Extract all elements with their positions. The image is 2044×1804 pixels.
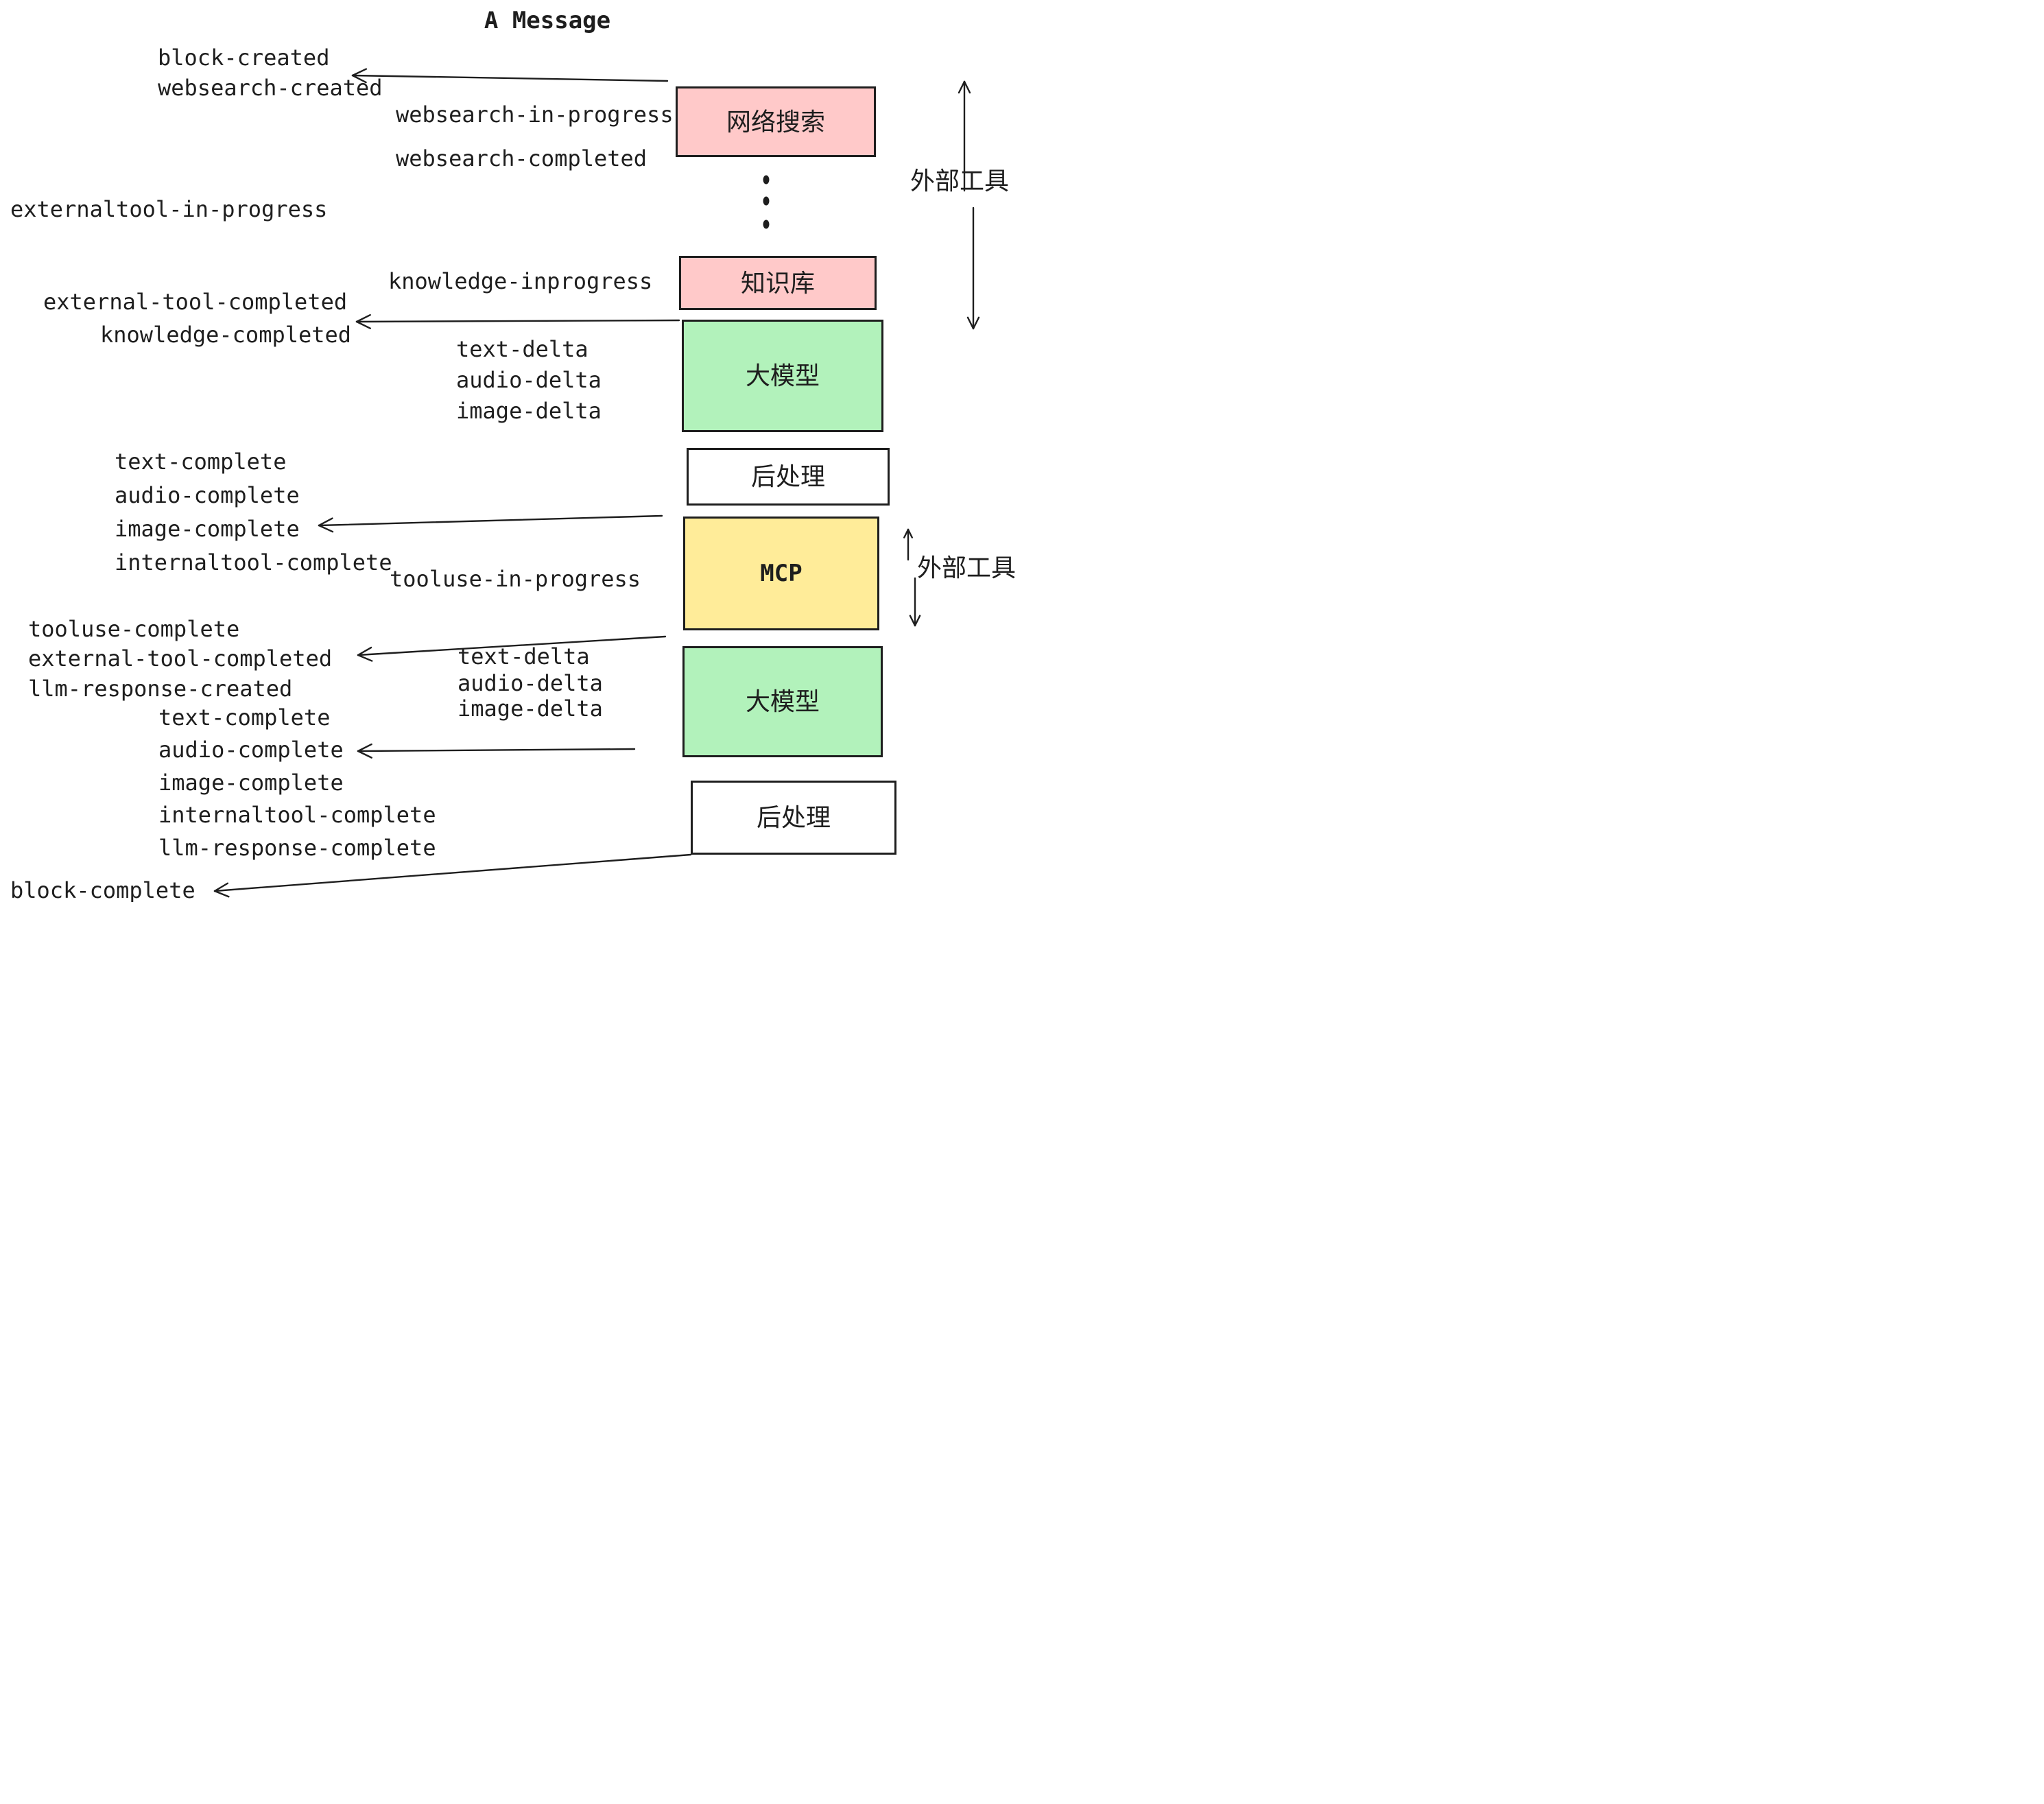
event-label-image-complete-2: image-complete <box>158 770 344 796</box>
event-label-externaltool-in-progress: externaltool-in-progress <box>10 196 328 223</box>
event-label-knowledge-inprogress: knowledge-inprogress <box>388 268 653 295</box>
event-label-llm-response-complete: llm-response-complete <box>158 835 436 862</box>
node-llm-1: 大模型 <box>682 320 883 432</box>
diagram-title: A Message <box>484 7 611 34</box>
event-label-image-complete-1: image-complete <box>115 516 300 543</box>
arrow-external-tools-up-2 <box>903 528 913 561</box>
node-llm-2-label: 大模型 <box>745 687 820 715</box>
event-label-image-delta-2: image-delta <box>457 696 603 722</box>
event-label-audio-complete-2: audio-complete <box>158 737 344 763</box>
arrow-audio-complete <box>357 743 636 759</box>
event-label-audio-complete-1: audio-complete <box>115 482 300 509</box>
arrow-image-complete <box>318 514 663 533</box>
node-postprocess-2: 后处理 <box>691 781 896 855</box>
event-label-external-tool-completed-1: external-tool-completed <box>43 289 348 316</box>
node-knowledge: 知识库 <box>679 256 877 310</box>
event-label-audio-delta-2: audio-delta <box>457 670 603 697</box>
event-label-block-complete: block-complete <box>10 877 195 902</box>
ellipsis-dot-2 <box>763 196 770 206</box>
event-label-websearch-in-progress: websearch-in-progress <box>396 102 674 128</box>
node-postprocess-1: 后处理 <box>687 448 890 506</box>
event-label-external-tool-completed-2: external-tool-completed <box>28 645 333 672</box>
node-knowledge-label: 知识库 <box>740 268 815 297</box>
event-label-audio-delta-1: audio-delta <box>456 367 602 394</box>
node-postprocess-1-label: 后处理 <box>750 462 825 490</box>
ellipsis-dot-3 <box>763 219 770 229</box>
event-label-websearch-completed: websearch-completed <box>396 145 647 172</box>
event-label-block-created: block-created <box>158 45 330 71</box>
event-label-text-complete-2: text-complete <box>158 704 331 731</box>
arrow-external-tools-down-1 <box>966 206 980 330</box>
event-label-internaltool-complete-2: internaltool-complete <box>158 802 436 829</box>
node-postprocess-2-label: 后处理 <box>756 803 831 831</box>
node-mcp: MCP <box>683 517 879 630</box>
node-llm-2: 大模型 <box>682 646 883 757</box>
arrow-knowledge-completed <box>355 313 680 329</box>
event-label-text-delta-1: text-delta <box>456 336 589 363</box>
node-llm-1-label: 大模型 <box>745 361 820 390</box>
arrow-websearch-created <box>351 68 669 84</box>
external-tools-label-top: 外部工具 <box>910 167 1010 195</box>
node-websearch-label: 网络搜索 <box>726 107 825 136</box>
event-label-tooluse-in-progress: tooluse-in-progress <box>390 566 641 593</box>
event-label-tooluse-complete: tooluse-complete <box>28 616 240 643</box>
event-label-websearch-created: websearch-created <box>158 75 383 102</box>
event-label-internaltool-complete-1: internaltool-complete <box>115 549 392 576</box>
node-websearch: 网络搜索 <box>676 86 876 157</box>
event-label-text-complete-1: text-complete <box>115 449 287 475</box>
node-mcp-label: MCP <box>760 560 803 587</box>
event-label-knowledge-completed: knowledge-completed <box>100 322 352 348</box>
arrow-external-tools-down-2 <box>909 577 921 627</box>
event-label-image-delta-1: image-delta <box>456 398 602 425</box>
ellipsis-dot-1 <box>763 175 770 185</box>
event-label-text-delta-2: text-delta <box>457 643 590 670</box>
external-tools-label-mcp: 外部工具 <box>916 554 1017 582</box>
event-label-llm-response-created: llm-response-created <box>28 676 293 702</box>
